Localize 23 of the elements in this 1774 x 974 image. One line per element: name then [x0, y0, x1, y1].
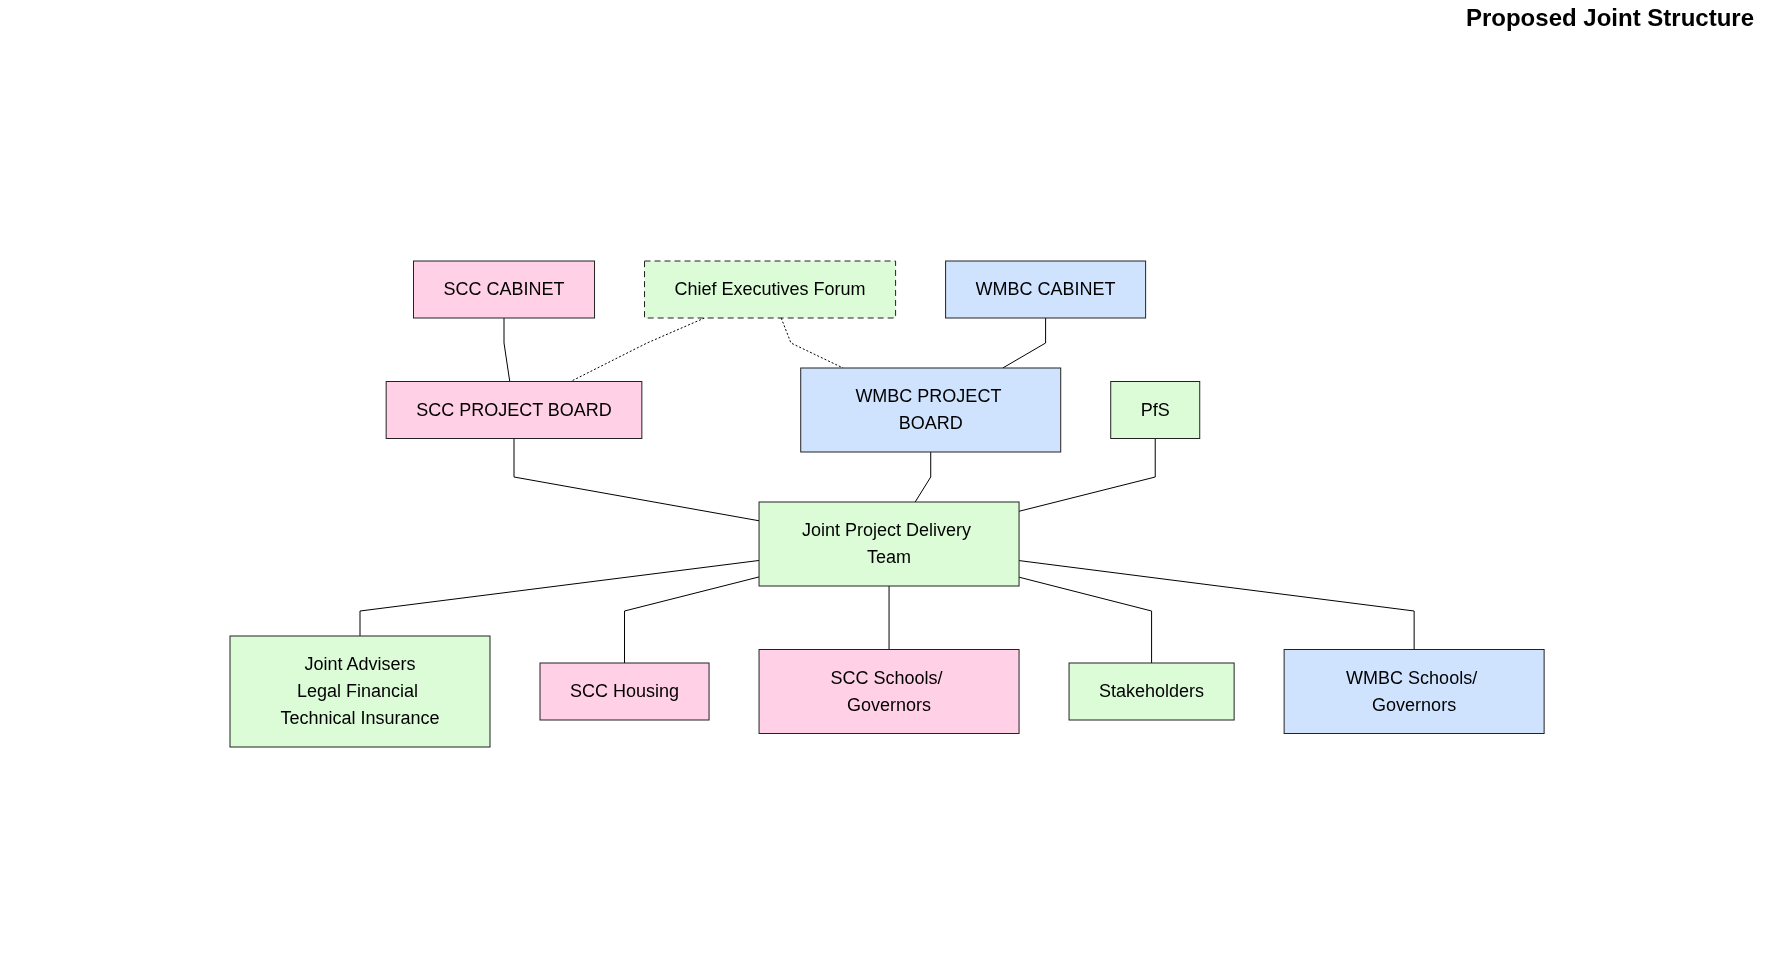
connector: [513, 438, 760, 522]
connector: [623, 576, 760, 664]
connector: [1002, 317, 1047, 369]
node-box: Joint Project Delivery Team: [758, 501, 1020, 587]
connector: [359, 559, 760, 637]
connector: [914, 451, 932, 503]
node-box: WMBC Schools/ Governors: [1283, 649, 1545, 734]
diagram-title: Proposed Joint Structure: [1465, 4, 1754, 32]
connector: [503, 317, 511, 382]
node-box: PfS: [1110, 381, 1201, 439]
connector: [1018, 438, 1156, 512]
node-box: Stakeholders: [1068, 662, 1235, 721]
node-box: SCC CABINET: [412, 260, 595, 319]
node-box: SCC Housing: [539, 662, 710, 721]
connector: [888, 585, 890, 650]
connector: [1018, 560, 1415, 650]
node-box: SCC PROJECT BOARD: [385, 381, 643, 439]
node-box: SCC Schools/ Governors: [758, 649, 1020, 734]
node-box: WMBC PROJECT BOARD: [800, 367, 1062, 453]
node-box: WMBC CABINET: [945, 260, 1147, 319]
node-box: Chief Executives Forum: [643, 260, 897, 319]
connector: [1018, 576, 1152, 664]
node-box: Joint Advisers Legal Financial Technical Insurance: [229, 635, 491, 748]
